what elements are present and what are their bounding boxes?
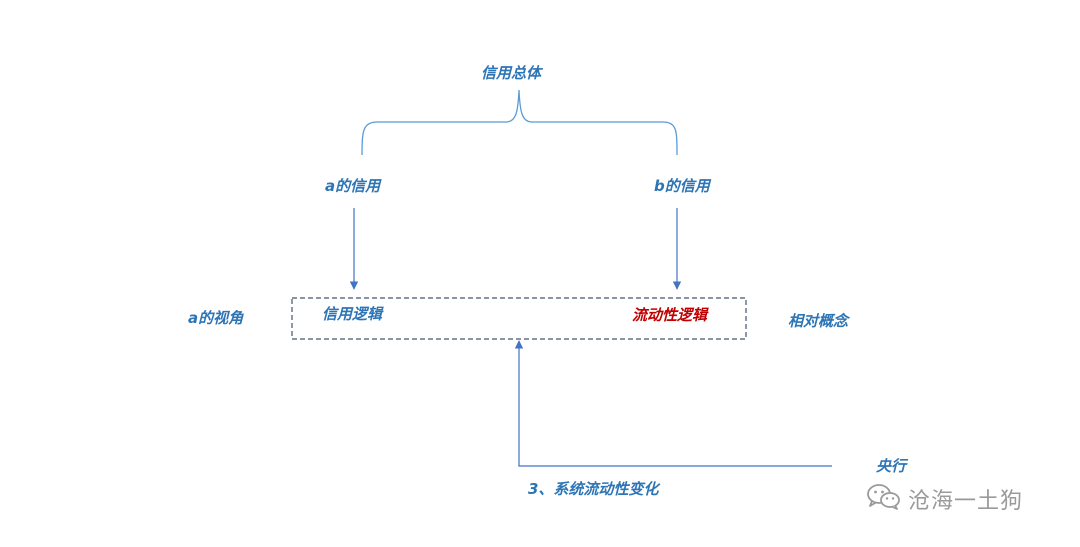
watermark-text: 沧海一土狗 [908,489,1024,514]
label-liquidity-logic: 流动性逻辑 [632,306,708,324]
label-relative-concept: 相对概念 [788,312,849,330]
watermark: 沧海一土狗 [866,484,1023,514]
arrow-central-bank-to-box [514,340,832,467]
label-system-liquidity-change: 3、系统流动性变化 [528,480,659,498]
label-credit-logic: 信用逻辑 [322,305,383,323]
label-a-perspective: a的视角 [188,309,244,327]
label-total-credit: 信用总体 [481,64,542,82]
logic-box [291,297,747,340]
label-central-bank: 央行 [876,457,907,475]
label-a-credit: a的信用 [325,177,381,195]
wechat-icon [866,483,902,515]
top-brace [361,89,678,156]
label-b-credit: b的信用 [654,177,710,195]
